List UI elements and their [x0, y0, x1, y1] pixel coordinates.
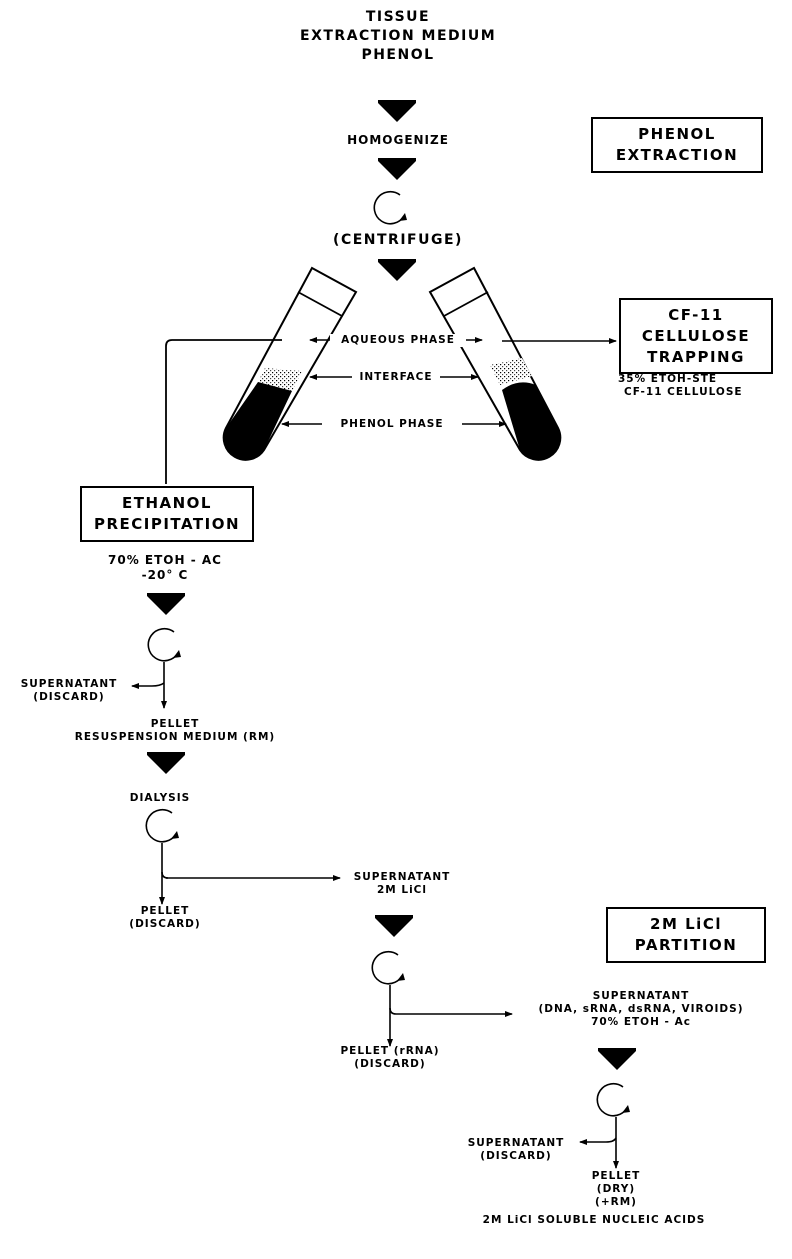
centrifuge-rotation-icon — [373, 190, 408, 225]
start-line: TISSUE — [365, 9, 431, 25]
box-label: PHENOL — [638, 125, 716, 143]
label-line: RESUSPENSION MEDIUM (RM) — [74, 731, 276, 743]
condition-line: CF-11 CELLULOSE — [624, 386, 743, 398]
down-arrow-icon — [147, 593, 185, 615]
label-line: PELLET — [140, 905, 190, 917]
label-line: SUPERNATANT — [467, 1137, 565, 1149]
box-label: PARTITION — [634, 936, 738, 954]
box-ethanol-precipitation: ETHANOL PRECIPITATION — [80, 486, 254, 542]
condition-line: -20° C — [141, 568, 189, 582]
label-line: PELLET — [150, 718, 200, 730]
label-phenol-phase: PHENOL PHASE — [340, 418, 444, 430]
centrifuge-rotation-icon — [596, 1082, 631, 1117]
test-tube-icon-right — [428, 266, 562, 461]
label-line: (DNA, sRNA, dsRNA, VIROIDS) — [538, 1003, 744, 1015]
label-line: SUPERNATANT — [592, 990, 690, 1002]
down-arrow-icon — [378, 259, 416, 281]
cf11-conditions: 35% ETOH-STE CF-11 CELLULOSE — [618, 373, 776, 399]
box-licl-partition: 2M LiCl PARTITION — [606, 907, 766, 963]
step-homogenize: HOMOGENIZE — [347, 133, 449, 147]
supernatant-discard-final: SUPERNATANT (DISCARD) — [454, 1137, 578, 1163]
box-label: CELLULOSE — [641, 326, 751, 345]
label-line: PELLET — [591, 1170, 641, 1182]
centrifuge-rotation-icon — [147, 627, 182, 662]
label-line: PELLET (rRNA) — [340, 1045, 440, 1057]
box-label: TRAPPING — [647, 347, 745, 366]
box-label: PRECIPITATION — [93, 515, 241, 533]
down-arrow-icon — [598, 1048, 636, 1070]
down-arrow-icon — [147, 752, 185, 774]
box-phenol-extraction: PHENOL EXTRACTION — [591, 117, 763, 173]
box-cf11-cellulose-trapping: CF-11 CELLULOSE TRAPPING — [619, 298, 773, 374]
pellet-rrna-discard: PELLET (rRNA) (DISCARD) — [320, 1045, 460, 1071]
step-dialysis: DIALYSIS — [129, 792, 191, 804]
label-line: (DRY) — [596, 1183, 636, 1195]
box-label: CF-11 — [668, 305, 724, 324]
box-label: ETHANOL — [121, 494, 212, 512]
step-centrifuge: (CENTRIFUGE) — [333, 232, 463, 248]
pellet-discard-1: PELLET (DISCARD) — [110, 905, 220, 931]
label-line: (DISCARD) — [33, 691, 105, 703]
box-label: 2M LiCl — [650, 915, 722, 933]
label-line: (DISCARD) — [129, 918, 201, 930]
label-line: 2M LiCl — [376, 884, 427, 896]
box-label: EXTRACTION — [615, 146, 739, 164]
supernatant-2m-licl: SUPERNATANT 2M LiCl — [340, 871, 464, 897]
label-line: (+RM) — [595, 1196, 637, 1208]
supernatant-nucleic-acids: SUPERNATANT (DNA, sRNA, dsRNA, VIROIDS) … — [516, 990, 766, 1029]
ethanol-conditions: 70% ETOH - AC -20° C — [90, 553, 240, 583]
label-line: 70% ETOH - Ac — [591, 1016, 691, 1028]
centrifuge-rotation-icon — [371, 950, 406, 985]
start-line: EXTRACTION MEDIUM — [300, 28, 497, 44]
condition-line: 35% ETOH-STE — [618, 373, 718, 385]
label-line: SUPERNATANT — [20, 678, 118, 690]
label-aqueous-phase: AQUEOUS PHASE — [330, 334, 466, 347]
down-arrow-icon — [378, 158, 416, 180]
label-interface: INTERFACE — [359, 371, 433, 383]
down-arrow-icon — [375, 915, 413, 937]
condition-line: 70% ETOH - AC — [108, 553, 222, 567]
supernatant-discard-1: SUPERNATANT (DISCARD) — [6, 678, 132, 704]
label-line: (DISCARD) — [354, 1058, 426, 1070]
start-materials: TISSUE EXTRACTION MEDIUM PHENOL — [300, 8, 496, 65]
start-line: PHENOL — [361, 47, 435, 63]
pellet-dry-final: PELLET (DRY) (+RM) — [566, 1170, 666, 1209]
test-tube-icon-left — [222, 266, 358, 461]
centrifuge-rotation-icon — [145, 808, 180, 843]
final-product: 2M LiCl SOLUBLE NUCLEIC ACIDS — [482, 1214, 706, 1226]
label-line: SUPERNATANT — [353, 871, 451, 883]
label-line: (DISCARD) — [480, 1150, 552, 1162]
down-arrow-icon — [378, 100, 416, 122]
pellet-resuspension: PELLET RESUSPENSION MEDIUM (RM) — [40, 718, 310, 744]
